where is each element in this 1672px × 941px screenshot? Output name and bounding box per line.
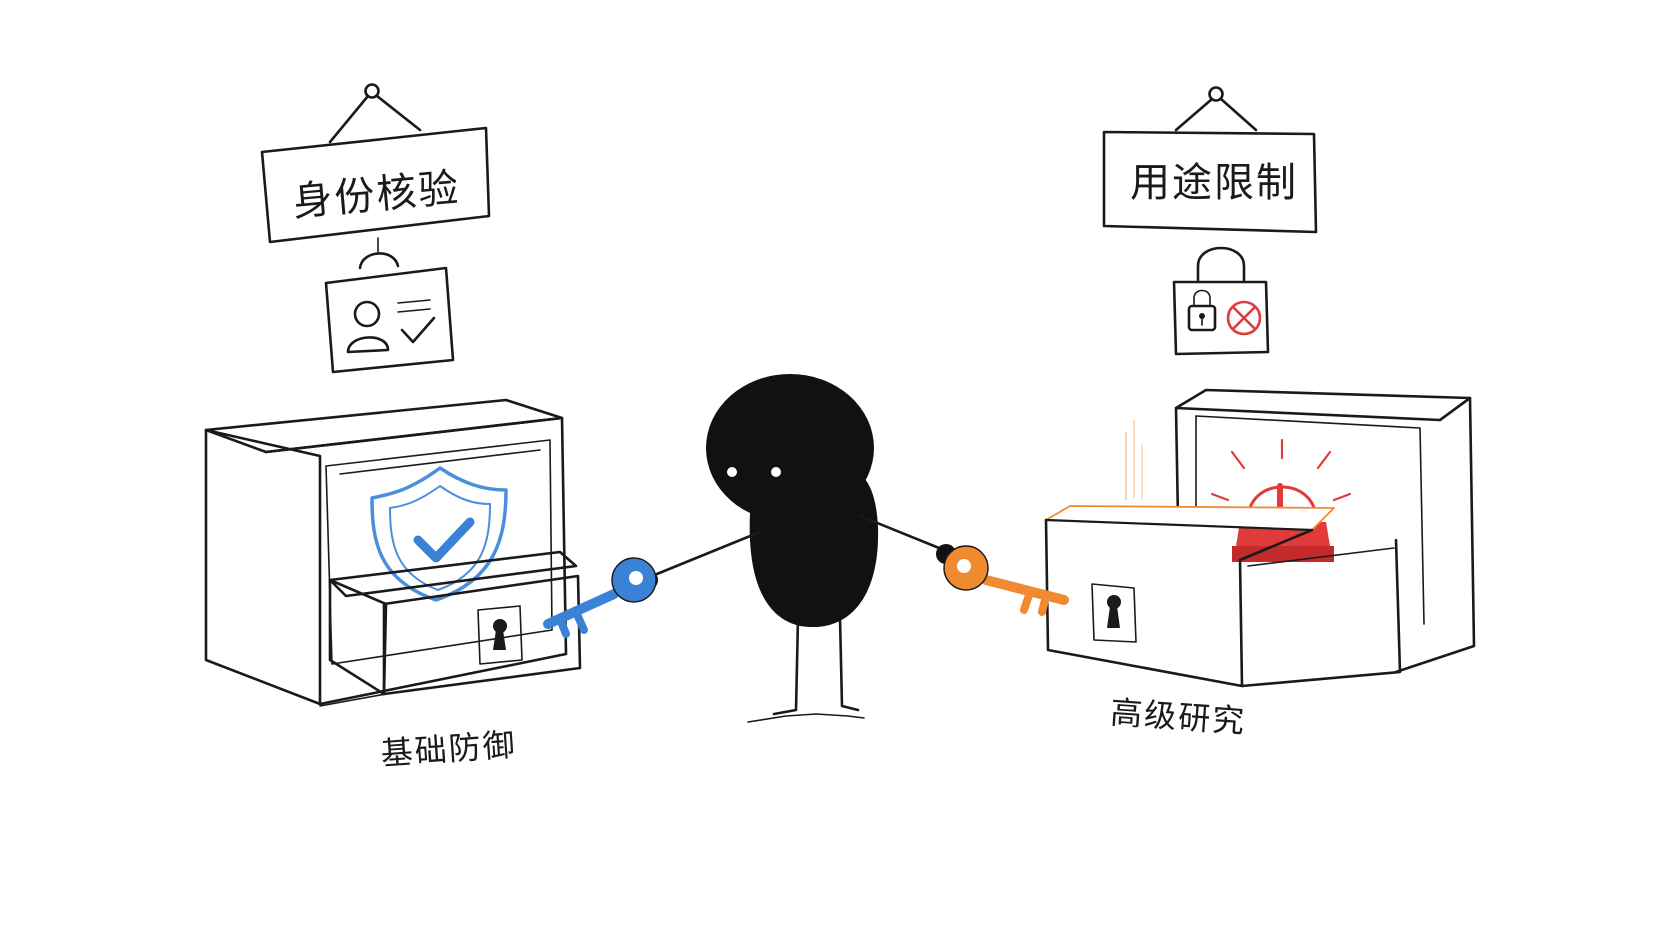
- key-icon: [943, 545, 1069, 616]
- blue-key: [543, 557, 657, 638]
- key-icon: [543, 557, 657, 638]
- character: [638, 374, 956, 723]
- basic-defense-cabinet: [204, 398, 582, 707]
- shield-check-icon: [370, 466, 508, 602]
- use-restriction-sign: 用途限制: [1102, 86, 1318, 282]
- orange-key: [943, 545, 1069, 616]
- advanced-research-cabinet: [1044, 388, 1476, 688]
- advanced-research-caption: 高级研究: [1109, 693, 1247, 740]
- left-group: 身份核验: [204, 83, 582, 773]
- use-restriction-label: 用途限制: [1130, 160, 1298, 206]
- identity-verification-sign: 身份核验: [260, 83, 491, 270]
- basic-defense-caption: 基础防御: [379, 725, 517, 772]
- right-group: 用途限制: [1044, 86, 1476, 741]
- identity-verification-label: 身份核验: [291, 165, 462, 225]
- id-card-check-icon: [324, 266, 455, 374]
- lock-denied-icon: [1172, 280, 1270, 356]
